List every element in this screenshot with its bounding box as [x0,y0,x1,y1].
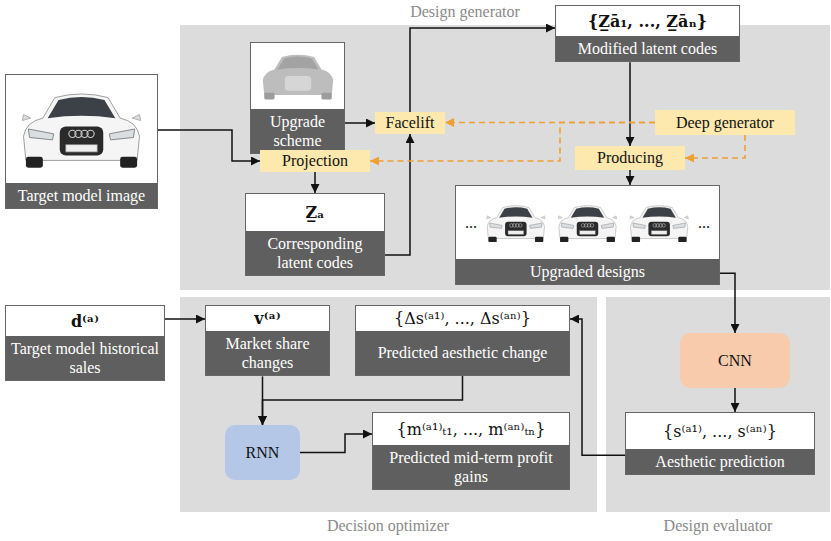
box-label: Target model historical sales [11,339,159,377]
data-box: Z̲ₐCorresponding latent codes [245,193,385,276]
box-top [251,43,344,109]
math-symbol: v⁽ᵃ⁾ [254,309,280,328]
connector [410,28,555,112]
math-symbol: {Δs⁽ᵃ¹⁾, ..., Δs⁽ᵃⁿ⁾} [394,309,531,328]
process-box: Producing [575,146,685,170]
connector [385,134,410,255]
car-illustration [480,190,695,256]
box-label: Deep generator [676,114,774,132]
connector [629,62,631,146]
box-label: Producing [597,149,663,167]
math-symbol: {s⁽ᵃ¹⁾, ..., s⁽ᵃⁿ⁾} [663,422,777,441]
connector [734,388,736,412]
box-label: Aesthetic prediction [655,452,784,471]
dashed-connector [685,135,745,158]
box-label: Target model image [18,186,145,205]
connector [629,170,631,185]
box-top: v⁽ᵃ⁾ [206,306,329,331]
network-box: RNN [225,425,300,480]
box-label: Predicted mid-term profit gains [378,448,564,486]
data-box: d⁽ᵃ⁾ Target model historical sales [5,305,165,381]
box-top: Z̲ₐ [246,194,384,231]
label-band: Upgraded designs [456,259,719,284]
label-band: Modified latent codes [556,36,739,61]
box-top: {m⁽ᵃ¹⁾ₜ₁, ..., m⁽ᵃⁿ⁾ₜₙ} [373,413,569,445]
label-band: Predicted mid-term profit gains [373,445,569,489]
image-box: ...... Upgraded designs [455,185,720,285]
label-band: Corresponding latent codes [246,231,384,275]
module-panel: Design generatorUpgrade scheme{Z̲ā₁, ...… [180,25,830,290]
box-label: Modified latent codes [578,39,718,58]
process-box: Deep generator [655,110,795,135]
process-box: Facelift [375,112,445,134]
box-label: RNN [246,444,280,462]
data-box: {Z̲ā₁, ..., Z̲āₙ} Modified latent codes [555,5,740,62]
box-top [6,75,157,183]
box-top: d⁽ᵃ⁾ [6,306,164,336]
car-illustration [9,79,154,179]
box-top: {Δs⁽ᵃ¹⁾, ..., Δs⁽ᵃⁿ⁾} [356,306,569,331]
math-symbol: {Z̲ā₁, ..., Z̲āₙ} [588,12,707,31]
label-band: Market share changes [206,331,329,375]
connector [262,376,264,425]
math-symbol: Z̲ₐ [305,203,324,222]
box-top: {Z̲ā₁, ..., Z̲āₙ} [556,6,739,36]
panel-title: Design generator [410,2,520,21]
connector [165,318,205,320]
box-label: CNN [718,352,752,370]
image-box: Upgrade scheme [250,42,345,154]
data-box: {s⁽ᵃ¹⁾, ..., s⁽ᵃⁿ⁾} Aesthetic prediction [625,412,815,475]
connector [300,434,372,453]
connector [263,376,463,425]
module-panel: Decision optimizerv⁽ᵃ⁾Market share chang… [180,297,597,512]
data-box: {Δs⁽ᵃ¹⁾, ..., Δs⁽ᵃⁿ⁾} Predicted aesthetic… [355,305,570,376]
box-label: Facelift [386,114,435,132]
math-symbol: d⁽ᵃ⁾ [71,312,99,331]
dashed-connector [445,122,655,124]
box-label: Projection [282,152,348,170]
dashed-connector [370,123,655,162]
label-band: Aesthetic prediction [626,449,814,474]
panel-title: Decision optimizer [327,516,449,535]
connector [314,172,316,193]
label-band: Target model historical sales [6,336,164,380]
box-top: {s⁽ᵃ¹⁾, ..., s⁽ᵃⁿ⁾} [626,413,814,449]
connector [720,273,735,333]
image-box: Target model image [5,74,158,209]
connector [570,319,625,455]
box-label: Upgraded designs [530,262,645,281]
network-box: CNN [680,333,790,388]
box-label: Corresponding latent codes [251,234,379,272]
process-box: Projection [260,150,370,172]
label-band: Upgrade scheme [251,109,344,153]
connector [345,122,375,124]
box-label: Upgrade scheme [256,112,339,150]
math-symbol: {m⁽ᵃ¹⁾ₜ₁, ..., m⁽ᵃⁿ⁾ₜₙ} [397,420,546,439]
panel-title: Design evaluator [664,516,773,535]
box-top: ...... [456,186,719,259]
label-band: Target model image [6,183,157,208]
car-illustration [254,45,342,107]
box-label: Predicted aesthetic change [378,343,548,362]
ellipsis: ... [462,214,480,232]
data-box: {m⁽ᵃ¹⁾ₜ₁, ..., m⁽ᵃⁿ⁾ₜₙ} Predicted mid-ter… [372,412,570,490]
label-band: Predicted aesthetic change [356,331,569,375]
module-panel: Design evaluatorCNN{s⁽ᵃ¹⁾, ..., s⁽ᵃⁿ⁾}Ae… [606,297,830,512]
box-label: Market share changes [211,334,324,372]
data-box: v⁽ᵃ⁾ Market share changes [205,305,330,376]
ellipsis: ... [695,214,713,232]
connector [158,130,260,161]
